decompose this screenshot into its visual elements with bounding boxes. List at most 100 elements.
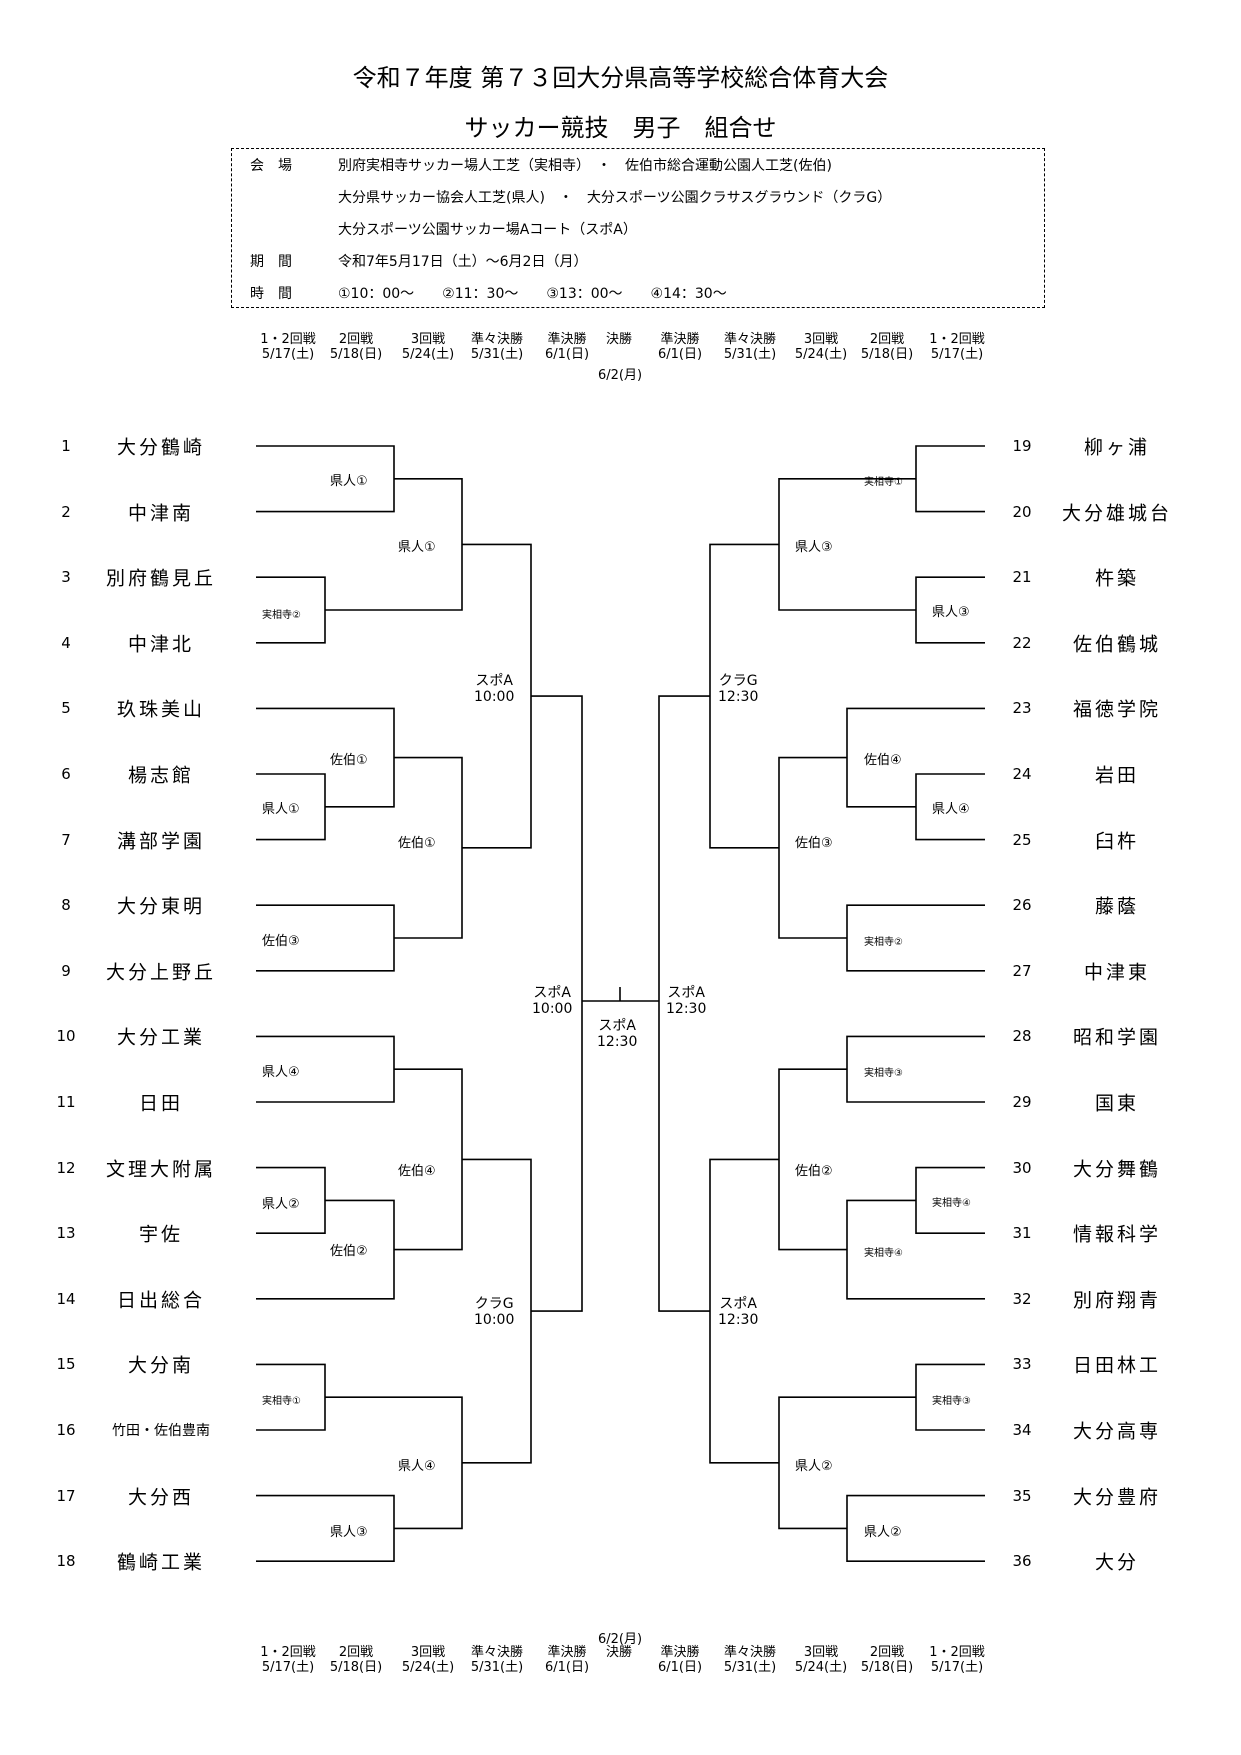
round-date: 5/24(土) [401,1660,455,1675]
team-number: 5 [61,699,71,718]
venue-line-1: 別府実相寺サッカー場人工芝（実相寺） ・ 佐伯市総合運動公園人工芝(佐伯) [338,158,832,174]
team-name: 藤蔭 [1094,895,1139,918]
round-name: 1・2回戦 [260,332,316,347]
team-number: 9 [61,961,71,980]
venue-label: 実相寺① [864,477,903,488]
team-number: 26 [1012,896,1032,915]
round-header-5: 決勝 [606,332,632,347]
round-date: 5/18(日) [329,1660,383,1675]
period-value: 令和7年5月17日（土）～6月2日（月） [338,254,588,270]
venue-label: 佐伯③ [262,934,300,949]
team-name: 大分工業 [116,1026,205,1049]
team-name: 宇佐 [138,1223,183,1246]
team-number: 10 [56,1027,76,1046]
team-number: 36 [1012,1552,1032,1571]
round-name: 準々決勝 [470,1645,523,1660]
team-name: 大分西 [127,1486,194,1509]
team-number: 6 [61,765,71,783]
team-name: 大分上野丘 [105,961,216,984]
team-number: 4 [61,633,71,652]
round-name: 準決勝 [547,332,587,347]
team-number: 8 [61,896,71,915]
round-date: 5/31(土) [470,1660,524,1675]
team-name: 臼杵 [1094,830,1139,853]
team-number: 27 [1012,961,1032,980]
round-date: 5/24(土) [794,347,848,362]
round-name: 準決勝 [547,1645,587,1660]
team-name: 情報科学 [1072,1223,1161,1246]
round-name: 3回戦 [803,1645,839,1660]
round-date: 6/1(日) [657,347,703,362]
team-name: 大分雄城台 [1061,502,1172,525]
team-number: 25 [1012,830,1032,849]
round-name: 2回戦 [338,332,374,347]
venue-label: 県人② [864,1525,902,1540]
team-name: 溝部学園 [116,830,205,853]
team-name: 日出総合 [116,1289,205,1312]
venue-label: 佐伯④ [864,753,902,768]
team-number: 13 [56,1224,76,1243]
team-number: 34 [1012,1421,1032,1439]
final-date-bottom: 6/2(月) [597,1632,643,1647]
team-number: 7 [61,830,71,849]
venue-label: 県人③ [330,1525,368,1540]
round-date: 5/24(土) [794,1660,848,1675]
time-label: 時 間 [250,286,292,302]
venue-label: 実相寺① [262,1396,301,1407]
venue-label: 実相寺③ [932,1396,971,1407]
round-date: 6/1(日) [544,1660,590,1675]
round-date: 5/24(土) [401,347,455,362]
venue-label: 佐伯③ [795,836,833,851]
team-name: 別府鶴見丘 [105,567,216,590]
team-number: 2 [61,502,71,521]
team-number: 21 [1012,568,1032,587]
team-number: 14 [56,1289,76,1308]
venue-line-3: 大分スポーツ公園サッカー場Aコート（スポA） [338,222,637,238]
round-name: 決勝 [605,1645,633,1660]
info-box: 会 場 別府実相寺サッカー場人工芝（実相寺） ・ 佐伯市総合運動公園人工芝(佐伯… [231,148,1045,308]
round-date: 5/17(土) [930,347,984,362]
period-label: 期 間 [250,254,292,270]
team-name: 日田林工 [1072,1354,1161,1377]
bracket-line [658,695,710,1312]
team-number: 11 [56,1093,76,1111]
venue-label: 県人② [795,1459,833,1474]
venue-label: 佐伯② [795,1164,833,1179]
team-number: 20 [1012,502,1032,521]
round-name: 決勝 [605,332,633,347]
team-name: 文理大附属 [105,1158,216,1181]
team-number: 17 [56,1486,76,1505]
venue-label: 県人④ [262,1065,300,1080]
team-number: 12 [56,1158,76,1177]
round-date: 6/1(日) [544,347,590,362]
team-name: 玖珠美山 [116,698,205,721]
bracket-line [531,695,583,1312]
round-name: 準々決勝 [723,332,776,347]
venue-label: 実相寺② [864,937,903,948]
round-date: 5/18(日) [860,1660,914,1675]
final-date-top: 6/2(月) [597,368,643,383]
team-number: 15 [56,1355,76,1374]
round-name: 準々決勝 [470,332,523,347]
team-number: 24 [1012,765,1032,783]
team-name: 杵築 [1094,567,1139,590]
